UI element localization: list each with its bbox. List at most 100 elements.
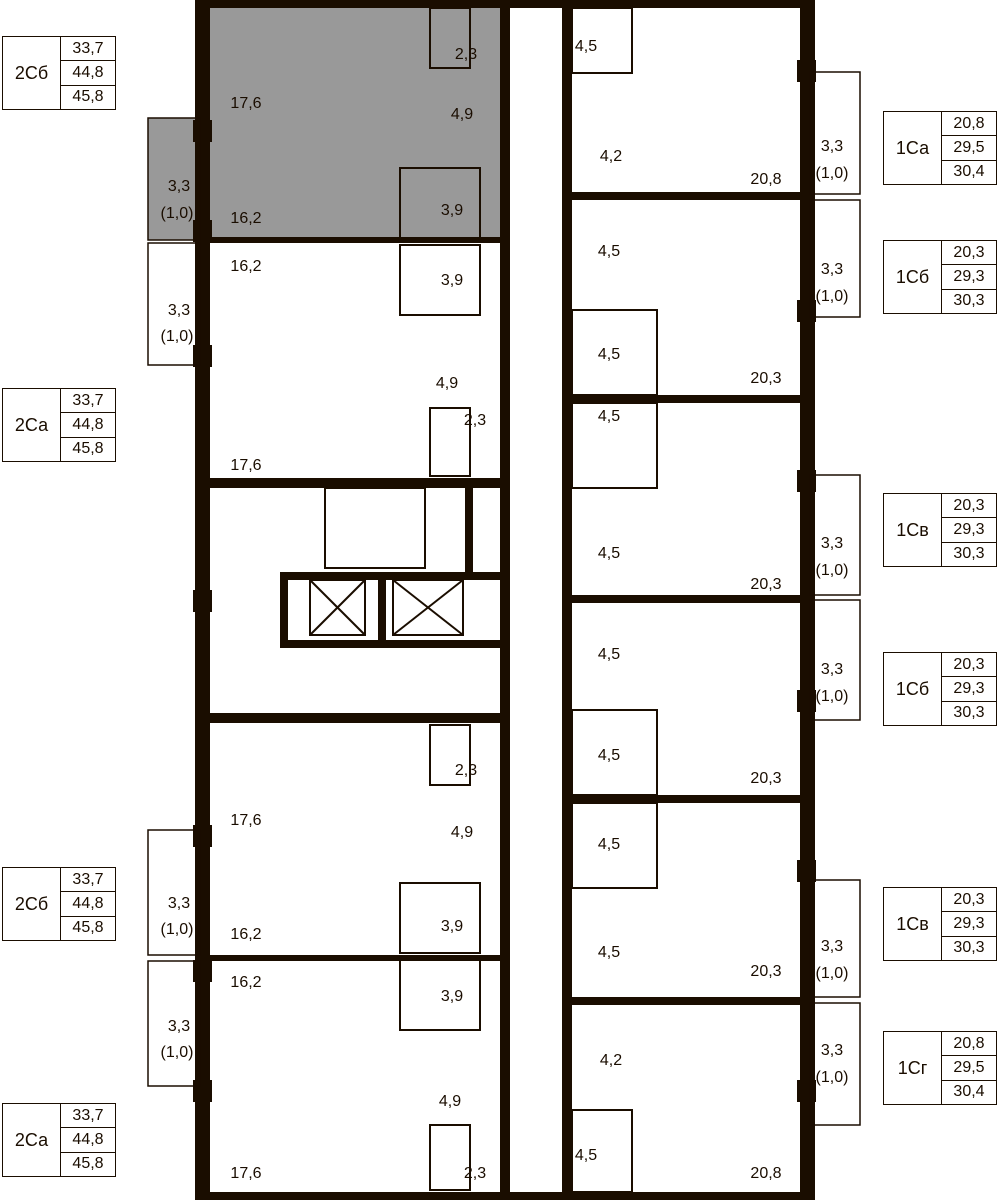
room-label: 4,5 — [575, 1147, 597, 1164]
legend-value: 20,3 — [942, 494, 996, 519]
room-label: (1,0) — [816, 288, 849, 305]
legend-value: 20,3 — [942, 241, 996, 266]
room-label: 4,9 — [451, 106, 473, 123]
room-label: 3,9 — [441, 988, 463, 1005]
room-label: 4,2 — [600, 148, 622, 165]
legend-value: 29,5 — [942, 1056, 996, 1081]
legend-value: 20,3 — [942, 653, 996, 678]
legend-value: 33,7 — [61, 1104, 115, 1129]
legend-value: 44,8 — [61, 892, 115, 917]
room-label: 4,5 — [598, 836, 620, 853]
room-label: 3,3 — [821, 535, 843, 552]
legend-value: 30,3 — [953, 939, 985, 957]
room-label: (1,0) — [816, 562, 849, 579]
legend-value: 30,3 — [953, 704, 985, 722]
room-label: 20,3 — [750, 576, 781, 593]
legend-code: 1Сб — [884, 241, 942, 313]
legend-2sb-top: 2Сб 33,7 44,8 45,8 — [2, 36, 116, 110]
room-label: 3,3 — [821, 1042, 843, 1059]
legend-value: 20,8 — [942, 1032, 996, 1057]
highlighted-balcony — [148, 118, 200, 240]
legend-value: 30,4 — [953, 163, 985, 181]
room-label: 3,9 — [441, 918, 463, 935]
legend-value: 44,8 — [61, 1128, 115, 1153]
interior-lines — [309, 7, 658, 1193]
room-label: 17,6 — [230, 812, 261, 829]
room-label: (1,0) — [161, 921, 194, 938]
room-label: 2,3 — [455, 46, 477, 63]
room-label: 4,5 — [598, 747, 620, 764]
legend-value: 45,8 — [72, 88, 104, 106]
legend-code: 1Св — [884, 888, 942, 960]
room-label: 4,9 — [439, 1093, 461, 1110]
legend-value: 29,3 — [942, 912, 996, 937]
legend-1sb-lower: 1Сб 20,3 29,3 30,3 — [883, 652, 997, 726]
room-label: 4,5 — [598, 243, 620, 260]
room-label: 3,3 — [821, 138, 843, 155]
legend-value: 44,8 — [61, 61, 115, 86]
legend-value: 29,3 — [942, 518, 996, 543]
room-label: 4,9 — [436, 375, 458, 392]
legend-value: 29,3 — [942, 265, 996, 290]
legend-value: 45,8 — [72, 919, 104, 937]
room-labels: 2,3 17,6 4,9 3,3 (1,0) 16,2 3,9 16,2 3,9… — [161, 38, 849, 1182]
legend-value: 45,8 — [72, 440, 104, 458]
legend-code: 2Сб — [3, 868, 61, 940]
legend-code: 1Са — [884, 112, 942, 184]
legend-value: 30,4 — [953, 1083, 985, 1101]
legend-value: 30,3 — [953, 545, 985, 563]
room-label: 4,9 — [451, 824, 473, 841]
room-label: 16,2 — [230, 210, 261, 227]
legend-value: 44,8 — [61, 413, 115, 438]
legend-code: 1Св — [884, 494, 942, 566]
legend-value: 45,8 — [72, 1155, 104, 1173]
room-label: 4,5 — [598, 408, 620, 425]
room-label: (1,0) — [816, 688, 849, 705]
room-label: (1,0) — [161, 328, 194, 345]
room-label: 3,3 — [821, 661, 843, 678]
legend-1sa: 1Са 20,8 29,5 30,4 — [883, 111, 997, 185]
legend-code: 2Са — [3, 389, 61, 461]
room-label: 20,3 — [750, 370, 781, 387]
legend-code: 2Са — [3, 1104, 61, 1176]
legend-value: 33,7 — [61, 868, 115, 893]
room-label: 3,3 — [168, 895, 190, 912]
room-label: 4,5 — [598, 944, 620, 961]
room-label: 3,3 — [168, 178, 190, 195]
legend-2sa-upper: 2Са 33,7 44,8 45,8 — [2, 388, 116, 462]
room-label: (1,0) — [161, 1044, 194, 1061]
windows — [147, 71, 861, 1126]
room-label: 2,3 — [464, 412, 486, 429]
room-label: (1,0) — [816, 965, 849, 982]
highlighted-apartment — [210, 5, 500, 240]
legend-1sg: 1Сг 20,8 29,5 30,4 — [883, 1031, 997, 1105]
legend-1sv-upper: 1Св 20,3 29,3 30,3 — [883, 493, 997, 567]
legend-code: 1Сг — [884, 1032, 942, 1104]
room-label: 2,3 — [455, 762, 477, 779]
legend-1sb-upper: 1Сб 20,3 29,3 30,3 — [883, 240, 997, 314]
legend-2sa-bottom: 2Са 33,7 44,8 45,8 — [2, 1103, 116, 1177]
legend-value: 29,3 — [942, 677, 996, 702]
room-label: (1,0) — [816, 1069, 849, 1086]
room-label: 17,6 — [230, 95, 261, 112]
legend-code: 1Сб — [884, 653, 942, 725]
room-label: 3,3 — [821, 261, 843, 278]
room-label: 2,3 — [464, 1165, 486, 1182]
room-label: 4,5 — [598, 346, 620, 363]
legend-value: 33,7 — [61, 389, 115, 414]
room-label: 20,8 — [750, 1165, 781, 1182]
room-label: 3,3 — [168, 302, 190, 319]
room-label: (1,0) — [816, 165, 849, 182]
legend-code: 2Сб — [3, 37, 61, 109]
room-label: 4,2 — [600, 1052, 622, 1069]
legend-1sv-lower: 1Св 20,3 29,3 30,3 — [883, 887, 997, 961]
room-label: 4,5 — [598, 646, 620, 663]
room-label: 16,2 — [230, 974, 261, 991]
room-label: 4,5 — [575, 38, 597, 55]
room-label: 4,5 — [598, 545, 620, 562]
legend-value: 33,7 — [61, 37, 115, 62]
legend-value: 20,3 — [942, 888, 996, 913]
room-label: 3,9 — [441, 272, 463, 289]
room-label: 17,6 — [230, 1165, 261, 1182]
